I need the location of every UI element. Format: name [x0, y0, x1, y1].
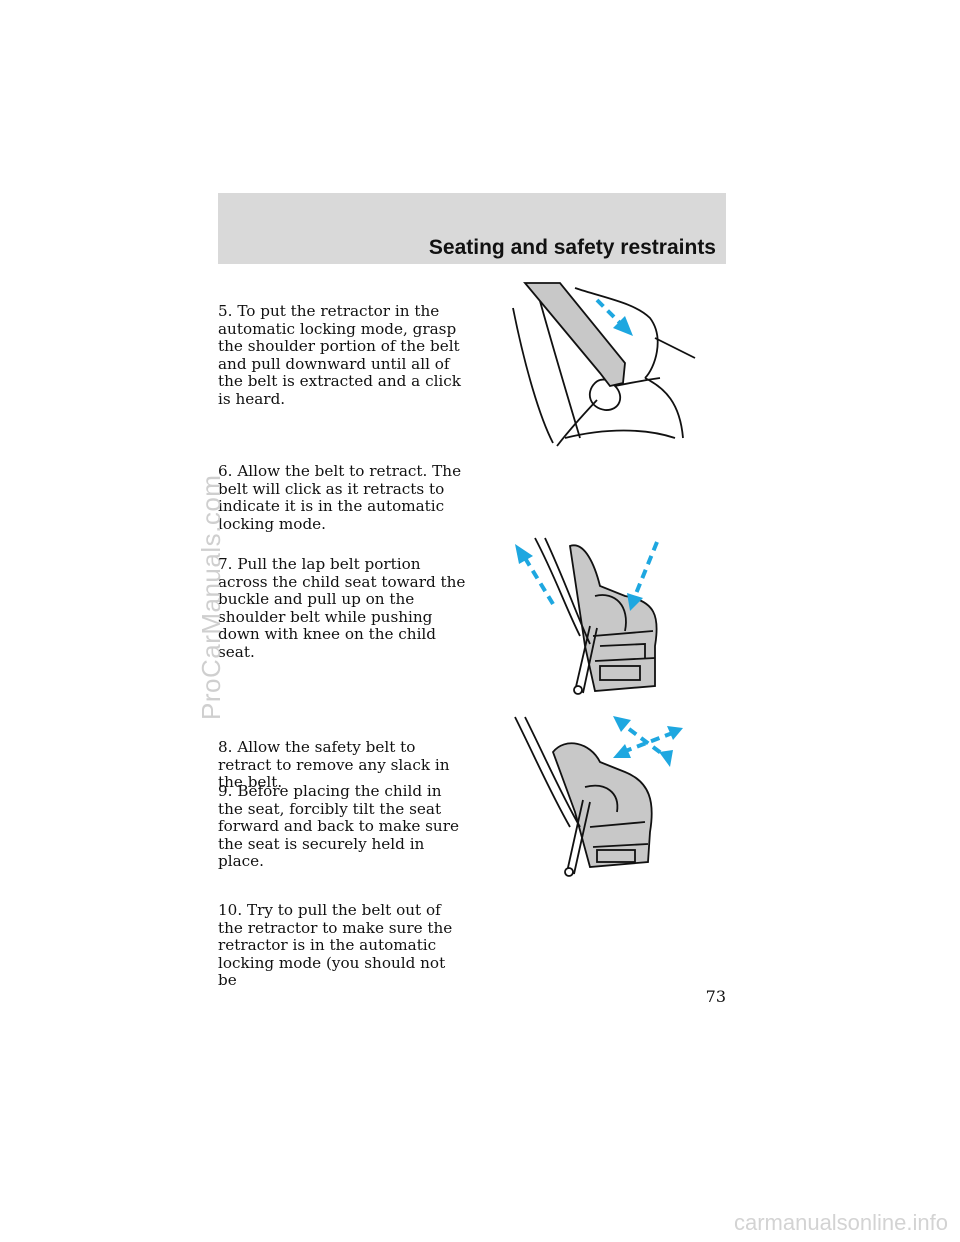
- step-9-text: 9. Before placing the child in the seat,…: [218, 782, 459, 871]
- step-8-text: 8. Allow the safety belt to retract to r…: [218, 738, 450, 792]
- section-title: Seating and safety restraints: [428, 236, 716, 259]
- arrow-down-icon: [595, 298, 633, 336]
- footer-site-watermark: carmanualsonline.info: [733, 1210, 948, 1235]
- child-seat-shape: [551, 742, 653, 868]
- step-6-text: 6. Allow the belt to retract. The belt w…: [218, 462, 462, 533]
- arrow-down-icon: [627, 541, 659, 611]
- section-header-band: Seating and safety restraints: [218, 193, 726, 264]
- watermark: ProCarManuals.com: [196, 474, 226, 720]
- arrow-up-left-icon: [515, 544, 555, 606]
- arrow-tilt-forward-icon: [613, 716, 673, 767]
- step-5-text: 5. To put the retractor in the automatic…: [218, 302, 461, 408]
- figure-pull-shoulder-belt: [512, 282, 696, 447]
- arrow-tilt-back-icon: [613, 726, 683, 758]
- step-7-text: 7. Pull the lap belt portion across the …: [218, 555, 466, 661]
- page-number: 73: [705, 987, 726, 1006]
- figure-tighten-lap-belt: [515, 537, 659, 695]
- child-seat-shape: [568, 544, 658, 692]
- shoulder-belt-shape: [523, 282, 626, 388]
- step-10-text: 10. Try to pull the belt out of the retr…: [218, 901, 453, 990]
- figure-tilt-seat: [514, 716, 683, 877]
